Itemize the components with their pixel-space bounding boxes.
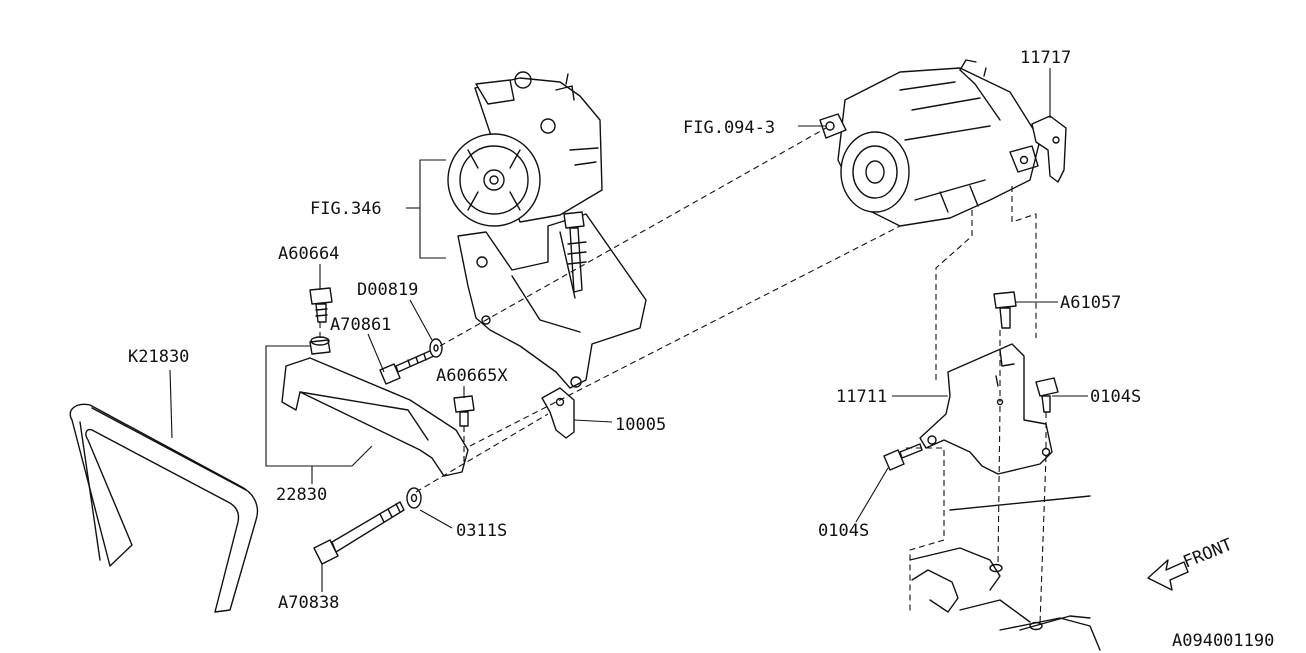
bolt-0104s-right (1035, 377, 1059, 413)
label-a70861[interactable]: A70861 (330, 315, 391, 335)
bolt-a60664 (309, 287, 333, 323)
front-arrow-icon (1147, 559, 1189, 591)
leader-lines (169, 68, 1088, 592)
assembly-lines (319, 127, 1047, 625)
label-0311s[interactable]: 0311S (456, 521, 507, 541)
bolt-a70838 (313, 501, 405, 565)
label-a61057[interactable]: A61057 (1060, 293, 1121, 313)
label-a70838[interactable]: A70838 (278, 593, 339, 613)
bolt-a60665x (453, 395, 475, 427)
label-0104s-right[interactable]: 0104S (1090, 387, 1141, 407)
washer-d00819 (429, 338, 443, 358)
diagram-code: A094001190 (1172, 631, 1274, 651)
pump-bracket (457, 213, 647, 389)
label-a60665x[interactable]: A60665X (436, 366, 508, 386)
label-11717[interactable]: 11717 (1020, 48, 1071, 68)
drive-belt-part (69, 403, 259, 613)
label-front: FRONT (1180, 535, 1235, 573)
label-22830[interactable]: 22830 (276, 485, 327, 505)
engine-block-fragment (909, 495, 1101, 651)
label-11711[interactable]: 11711 (836, 387, 887, 407)
bolt-a61057 (993, 291, 1017, 329)
bolt-a70861 (379, 349, 435, 385)
label-fig-094-3[interactable]: FIG.094-3 (683, 118, 775, 138)
plate-10005 (541, 387, 575, 439)
alternator-cover-11717 (1031, 115, 1067, 183)
label-fig-346[interactable]: FIG.346 (310, 199, 382, 219)
label-k21830[interactable]: K21830 (128, 347, 189, 367)
nut (309, 336, 331, 355)
label-0104s-left[interactable]: 0104S (818, 521, 869, 541)
label-d00819[interactable]: D00819 (357, 280, 418, 300)
alternator-bracket-11711 (919, 343, 1053, 475)
label-10005[interactable]: 10005 (615, 415, 666, 435)
alternator (819, 59, 1041, 227)
label-a60664[interactable]: A60664 (278, 244, 339, 264)
washer-0311s (406, 487, 422, 509)
power-steering-pump (447, 71, 603, 227)
